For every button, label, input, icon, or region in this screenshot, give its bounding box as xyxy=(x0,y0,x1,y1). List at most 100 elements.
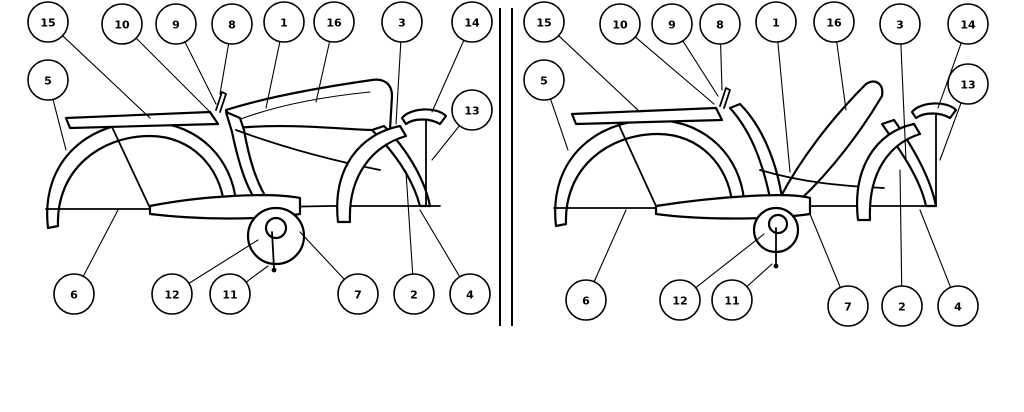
callout-circle xyxy=(449,273,491,315)
leader-line xyxy=(52,98,67,151)
callout-circle xyxy=(263,1,305,43)
callout-circle xyxy=(101,3,143,45)
leader-line xyxy=(777,41,791,173)
callout-circle xyxy=(53,273,95,315)
leader-line xyxy=(720,43,723,91)
callout-label-3: 3 xyxy=(896,19,904,32)
callout-label-7: 7 xyxy=(354,289,362,302)
leader-line xyxy=(682,40,719,97)
callout-label-5: 5 xyxy=(44,75,52,88)
callout-label-9: 9 xyxy=(172,19,180,32)
callout-circle xyxy=(209,273,251,315)
leader-line xyxy=(634,36,715,105)
callout-circle xyxy=(313,1,355,43)
callout-circle xyxy=(755,1,797,43)
callout-circle xyxy=(699,3,741,45)
callout-circle xyxy=(659,279,701,321)
pedal xyxy=(271,267,277,273)
callout-label-11: 11 xyxy=(724,295,739,308)
callout-label-13: 13 xyxy=(464,105,479,118)
callout-circle xyxy=(337,273,379,315)
callout-label-7: 7 xyxy=(844,301,852,314)
frame-lower xyxy=(235,129,381,171)
callout-circle xyxy=(881,285,923,327)
callout-label-12: 12 xyxy=(164,289,179,302)
leader-line xyxy=(299,231,345,280)
leader-line xyxy=(188,239,259,284)
callout-label-13: 13 xyxy=(960,79,975,92)
callout-circle xyxy=(827,285,869,327)
callout-circle xyxy=(711,279,753,321)
carrier-strut xyxy=(111,126,151,209)
leader-line xyxy=(135,37,213,115)
callout-circle xyxy=(151,273,193,315)
callout-circle xyxy=(523,1,565,43)
crank-hub xyxy=(264,216,288,240)
callout-label-8: 8 xyxy=(716,19,724,32)
callout-label-5: 5 xyxy=(540,75,548,88)
leader-line xyxy=(695,233,765,289)
callout-label-2: 2 xyxy=(410,289,418,302)
pedal-crank xyxy=(271,231,275,269)
callout-circle xyxy=(451,89,493,131)
crank-hub xyxy=(767,213,789,235)
headlamp xyxy=(400,108,448,126)
leader-line xyxy=(405,171,414,275)
callout-label-3: 3 xyxy=(398,17,406,30)
callout-circle xyxy=(651,3,693,45)
leader-line xyxy=(899,169,903,287)
leader-line xyxy=(219,43,230,95)
leader-line xyxy=(82,209,119,277)
callout-label-16: 16 xyxy=(826,17,842,30)
frame-tank xyxy=(778,80,884,202)
rear-carrier xyxy=(570,106,724,126)
front-fork xyxy=(370,124,432,208)
tank-detail xyxy=(237,91,371,121)
callout-label-6: 6 xyxy=(70,289,78,302)
leader-line xyxy=(939,102,962,161)
leader-line xyxy=(836,41,847,111)
callout-label-16: 16 xyxy=(326,17,342,30)
callout-circle xyxy=(393,273,435,315)
front-fender xyxy=(336,124,408,224)
callout-label-2: 2 xyxy=(898,301,906,314)
leader-line xyxy=(809,213,841,289)
callout-circle xyxy=(947,3,989,45)
leader-line xyxy=(265,41,281,109)
leader-line xyxy=(549,98,569,151)
leader-line xyxy=(245,265,269,283)
leader-line xyxy=(593,209,627,283)
headlamp xyxy=(910,102,958,120)
callout-label-10: 10 xyxy=(114,19,130,32)
callout-circle xyxy=(451,1,493,43)
callout-circle xyxy=(565,279,607,321)
callout-label-4: 4 xyxy=(466,289,474,302)
callout-label-1: 1 xyxy=(772,17,780,30)
leader-line xyxy=(431,39,465,113)
callout-circle xyxy=(27,59,69,101)
leader-line xyxy=(395,41,402,125)
leader-line xyxy=(558,35,641,113)
callout-label-15: 15 xyxy=(536,17,551,30)
callout-circle xyxy=(27,1,69,43)
leader-line xyxy=(431,125,461,161)
pedal xyxy=(773,263,779,269)
callout-label-4: 4 xyxy=(954,301,962,314)
callout-circle xyxy=(947,63,989,105)
callout-label-14: 14 xyxy=(464,17,480,30)
callout-circle xyxy=(211,3,253,45)
bicycle-diagram-right xyxy=(553,80,958,269)
callout-label-9: 9 xyxy=(668,19,676,32)
callout-label-6: 6 xyxy=(582,295,590,308)
leader-line xyxy=(419,209,461,278)
leader-line xyxy=(184,41,217,105)
callout-label-8: 8 xyxy=(228,19,236,32)
callout-label-1: 1 xyxy=(280,17,288,30)
frame-tank xyxy=(224,78,394,132)
callout-label-15: 15 xyxy=(40,17,55,30)
seat-post xyxy=(215,91,227,113)
leader-line xyxy=(315,40,331,103)
callout-circle xyxy=(599,3,641,45)
